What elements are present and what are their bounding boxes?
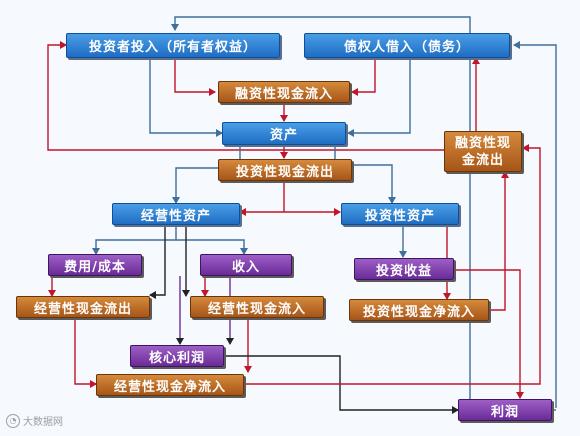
wire-opnet-to-finnet <box>244 144 541 385</box>
revenue-box: 收入 <box>200 254 292 276</box>
wire-creditor-to-assets <box>347 58 411 137</box>
operating-net-box: 经营性现金净流入 <box>96 374 244 396</box>
investing-outflow-box: 投资性现金流出 <box>218 159 352 181</box>
wire-fin-net-to-owner <box>47 41 444 151</box>
wire-right-to-creditor <box>513 41 557 408</box>
wire-assets-to-opassets <box>172 145 241 204</box>
wire-owner-to-fin-inflow <box>174 58 216 96</box>
wire-opassets-to-opout <box>149 225 166 299</box>
investment-income-box: 投资收益 <box>354 258 454 280</box>
assets-box: 资产 <box>222 122 346 145</box>
wire-core-to-profit <box>224 355 459 414</box>
core-profit-box: 核心利润 <box>130 345 224 367</box>
wire-opout-to-opnet <box>74 318 97 388</box>
expense-cost-box: 费用/成本 <box>48 254 142 276</box>
wire-creditor-to-fin-inflow <box>351 58 376 96</box>
wire-invnet-to-finnet <box>490 171 509 311</box>
wire-opassets-to-revenue <box>176 239 248 255</box>
profit-box: 利润 <box>458 399 552 421</box>
wire-income-to-profit <box>455 269 524 399</box>
wire-owner-to-assets <box>149 58 223 137</box>
owner-investment-box: 投资者投入（所有者权益） <box>66 33 280 58</box>
investing-net-box: 投资性现金净流入 <box>349 299 489 321</box>
watermark-text: 大数据网 <box>23 417 63 428</box>
operating-assets-box: 经营性资产 <box>112 203 240 225</box>
financing-net-box: 融资性现金流出 <box>444 131 522 172</box>
operating-outflow-box: 经营性现金流出 <box>16 296 150 318</box>
operating-inflow-box: 经营性现金流入 <box>190 296 324 318</box>
wire-assets-to-invassets <box>334 145 396 204</box>
financing-inflow-box: 融资性现金流入 <box>218 81 350 103</box>
wire-opassets-to-expense <box>92 225 177 255</box>
creditor-borrowing-box: 债权人借入（债务） <box>304 33 510 58</box>
wire-profit-to-top <box>171 16 471 408</box>
watermark: ◔ 大数据网 <box>6 413 63 428</box>
weibo-icon: ◔ <box>6 413 20 428</box>
investing-assets-box: 投资性资产 <box>341 203 459 225</box>
